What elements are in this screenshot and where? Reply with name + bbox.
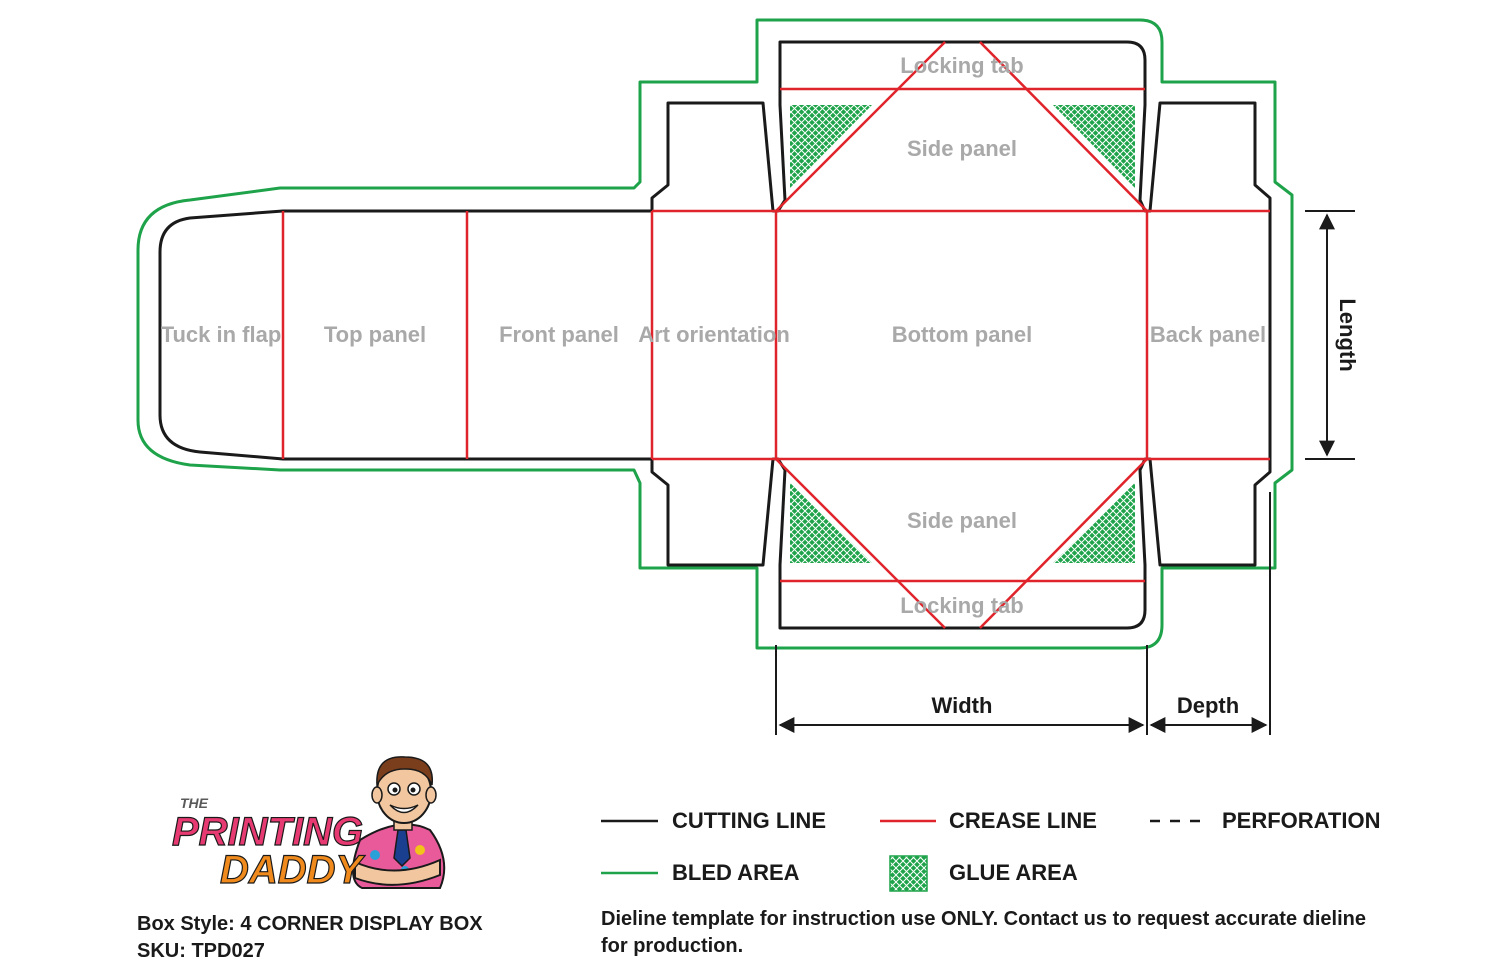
crease-line-label: CREASE LINE [949,808,1097,833]
cutting-line-label: CUTTING LINE [672,808,826,833]
front-panel-label: Front panel [499,322,619,347]
side-panel-top-label: Side panel [907,136,1017,161]
glue-area-top-right [1053,105,1135,188]
glue-area-label: GLUE AREA [949,860,1078,885]
glue-area-bottom-right [1053,482,1135,563]
bleed-outline [136,18,1294,650]
tuck-in-flap-label: Tuck in flap [161,322,282,347]
sku-text: SKU: TPD027 [137,940,265,962]
crease-lines [281,41,1270,629]
disclaimer-line-1: Dieline template for instruction use ONL… [601,908,1366,930]
locking-tab-top-label: Locking tab [900,53,1023,78]
length-dimension [1305,210,1355,460]
side-panel-bottom-label: Side panel [907,508,1017,533]
width-label: Width [932,693,993,718]
printing-daddy-logo: THE PRINTING DADDY [171,756,446,893]
depth-label: Depth [1177,693,1239,718]
box-style-text: Box Style: 4 CORNER DISPLAY BOX [137,913,483,935]
locking-tab-bottom-label: Locking tab [900,593,1023,618]
glue-area-top-left [790,105,872,188]
logo-printing: PRINTING [172,810,363,854]
disclaimer-line-2: for production. [601,935,743,957]
logo-the: THE [180,795,209,811]
glue-area-bottom-left [790,482,872,563]
bottom-panel-label: Bottom panel [892,322,1033,347]
length-label: Length [1335,298,1360,371]
perforation-label: PERFORATION [1222,808,1380,833]
top-panel-label: Top panel [324,322,426,347]
legend: CUTTING LINE CREASE LINE PERFORATION BLE… [601,808,1380,892]
glue-area-swatch [889,855,928,892]
width-depth-dimension [775,492,1271,735]
mascot-icon [352,756,446,889]
bled-area-label: BLED AREA [672,860,800,885]
logo-daddy: DADDY [220,848,366,892]
art-orientation-label: Art orientation [638,322,790,347]
back-panel-label: Back panel [1150,322,1266,347]
